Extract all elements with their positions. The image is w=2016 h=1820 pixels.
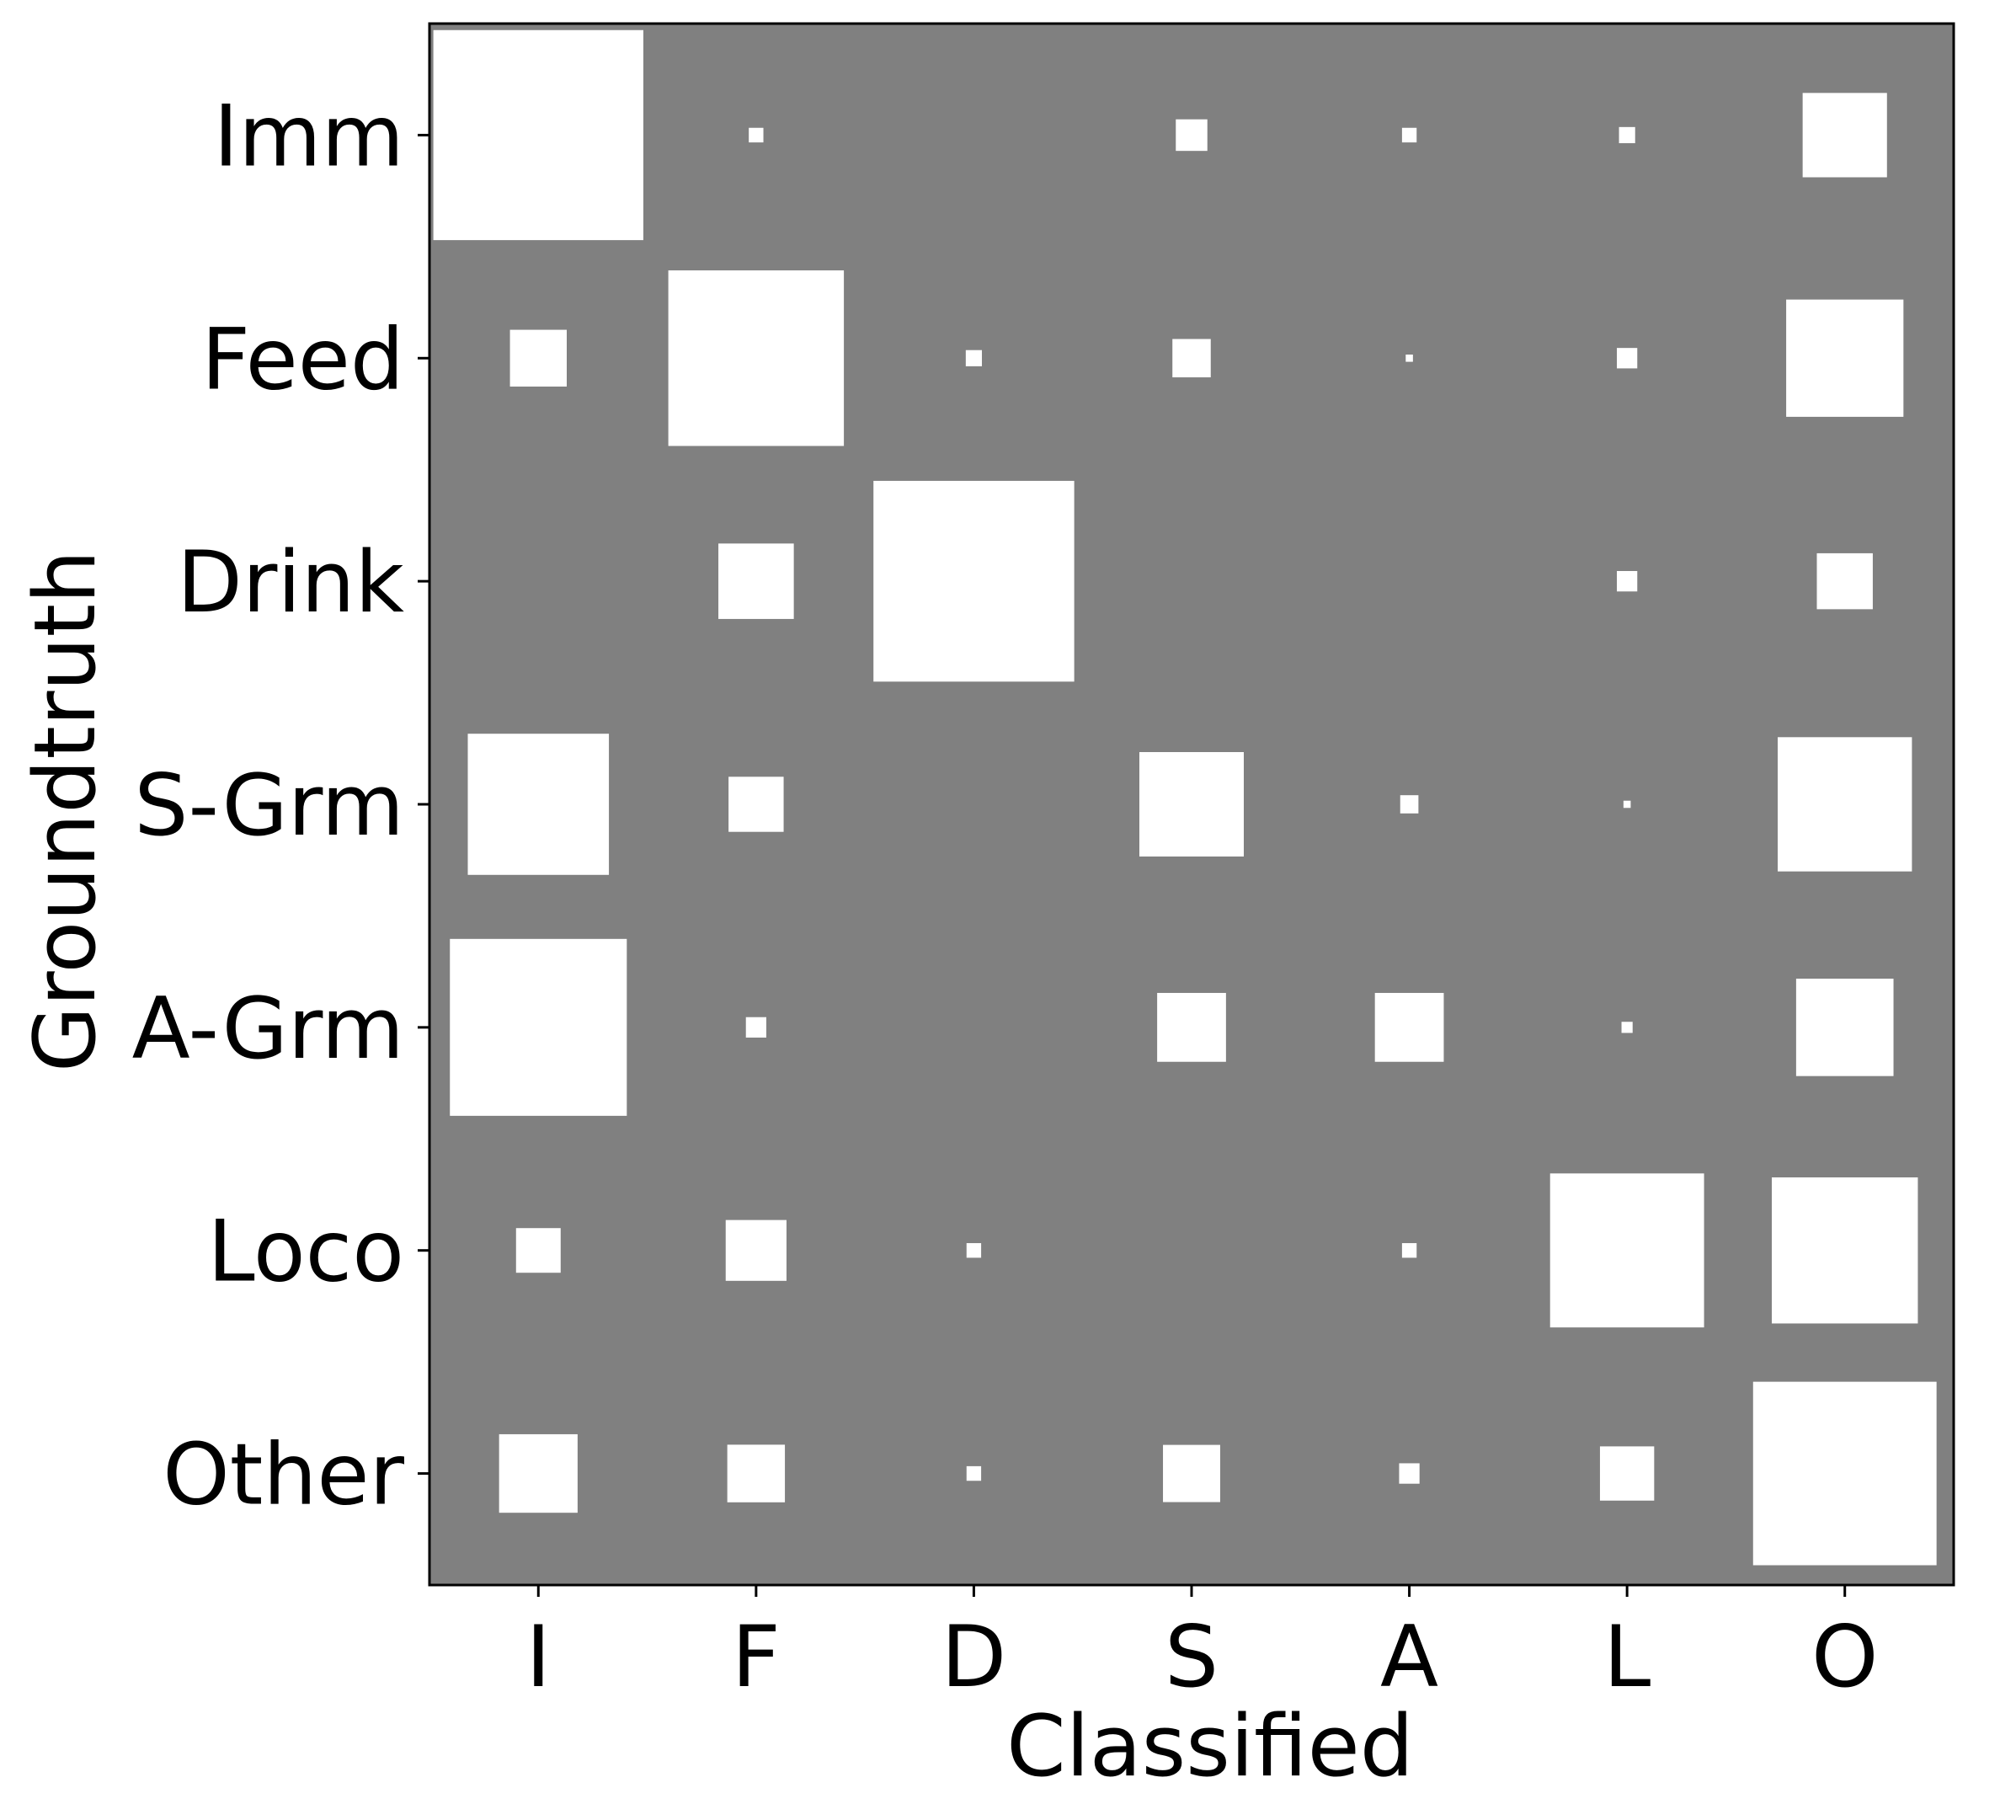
hinton-box-s-grm-i [467, 734, 610, 875]
hinton-box-feed-s [1172, 339, 1211, 378]
hinton-box-loco-d [966, 1243, 982, 1258]
hinton-box-feed-d [965, 350, 983, 366]
hinton-box-other-s [1163, 1444, 1220, 1502]
hinton-box-loco-l [1549, 1173, 1704, 1328]
hinton-box-a-grm-o [1795, 979, 1894, 1076]
hinton-box-imm-s [1176, 119, 1208, 152]
hinton-box-s-grm-a [1400, 795, 1419, 814]
hinton-box-imm-l [1619, 126, 1635, 144]
hinton-box-s-grm-s [1139, 751, 1245, 857]
hinton-box-loco-o [1771, 1177, 1918, 1324]
hinton-box-imm-f [749, 127, 764, 143]
hinton-box-feed-i [509, 329, 567, 387]
x-tick-label-s: S [1165, 1607, 1219, 1706]
hinton-box-loco-f [725, 1220, 787, 1281]
x-tick-label-f: F [732, 1607, 781, 1706]
hinton-box-s-grm-o [1778, 737, 1912, 872]
x-tick-label-o: O [1811, 1607, 1879, 1706]
hinton-box-drink-l [1617, 571, 1638, 592]
hinton-box-feed-l [1617, 348, 1638, 369]
hinton-box-a-grm-s [1157, 992, 1226, 1062]
hinton-box-other-f [727, 1444, 786, 1502]
hinton-box-other-d [966, 1465, 982, 1481]
hinton-box-imm-a [1401, 127, 1417, 143]
hinton-box-other-l [1599, 1446, 1655, 1501]
y-tick-label-feed: Feed [201, 309, 404, 408]
y-tick-label-drink: Drink [177, 532, 404, 632]
hinton-box-other-i [499, 1433, 578, 1513]
y-tick-label-a-grm: A-Grm [132, 979, 404, 1078]
x-axis-label: Classified [1006, 1696, 1414, 1796]
y-axis-label: Groundtruth [15, 550, 115, 1072]
hinton-box-drink-o [1816, 552, 1873, 610]
hinton-box-a-grm-l [1621, 1022, 1633, 1033]
hinton-box-drink-f [718, 543, 794, 619]
hinton-box-a-grm-a [1374, 992, 1444, 1062]
hinton-box-feed-o [1786, 299, 1904, 417]
hinton-box-a-grm-f [745, 1017, 766, 1038]
hinton-box-loco-i [515, 1228, 561, 1273]
hinton-box-other-o [1752, 1381, 1937, 1566]
x-tick-label-i: I [525, 1607, 551, 1706]
hinton-box-s-grm-f [728, 777, 784, 832]
x-tick-label-l: L [1603, 1607, 1651, 1706]
y-tick-label-loco: Loco [207, 1202, 404, 1301]
y-tick-label-s-grm: S-Grm [134, 755, 404, 855]
hinton-boxes [433, 29, 1937, 1566]
hinton-box-drink-d [873, 480, 1075, 682]
hinton-box-a-grm-i [450, 938, 627, 1116]
x-tick-label-d: D [941, 1607, 1007, 1706]
hinton-box-s-grm-l [1623, 800, 1631, 809]
hinton-box-other-a [1399, 1463, 1420, 1484]
hinton-box-loco-a [1401, 1243, 1417, 1258]
hinton-box-imm-o [1802, 93, 1887, 178]
y-tick-label-other: Other [163, 1425, 404, 1524]
hinton-box-feed-a [1405, 354, 1413, 362]
hinton-box-feed-f [668, 270, 845, 446]
hinton-box-imm-i [433, 29, 643, 241]
x-tick-label-a: A [1380, 1607, 1438, 1706]
y-tick-label-imm: Imm [213, 86, 404, 185]
